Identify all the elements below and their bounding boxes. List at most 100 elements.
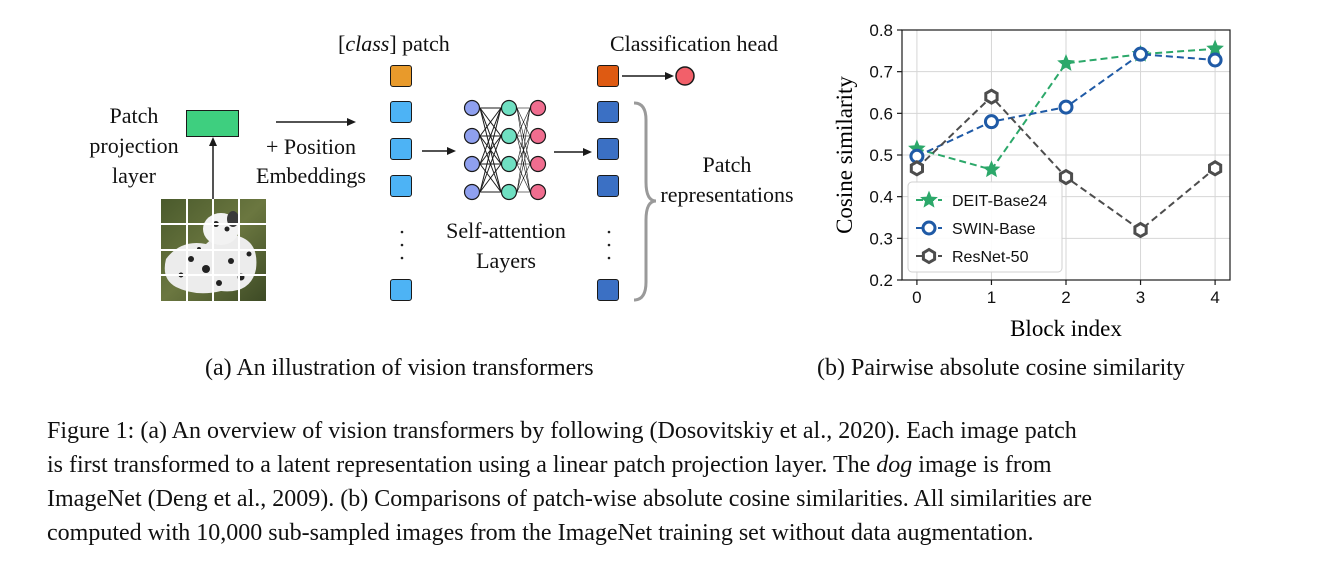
caption-line-4: computed with 10,000 sub-sampled images … xyxy=(47,520,1034,546)
x-tick-label: 2 xyxy=(1061,288,1070,307)
attention-edge xyxy=(479,107,502,193)
output-ellipsis xyxy=(607,230,611,260)
class-patch-italic: class xyxy=(345,31,390,56)
position-embeddings-line2: Embeddings xyxy=(256,163,366,188)
projection-arrow xyxy=(276,118,356,126)
patch-projection-label-line1: Patch xyxy=(109,103,159,128)
class-patch-open: [ xyxy=(338,31,346,56)
output-patch-square xyxy=(597,175,619,197)
x-tick-label: 0 xyxy=(912,288,921,307)
output-patch-square xyxy=(597,101,619,123)
attention-node xyxy=(529,127,547,145)
data-point xyxy=(984,88,999,105)
output-patch-square xyxy=(597,138,619,160)
attention-node xyxy=(529,183,547,201)
caption-line-2-italic: dog xyxy=(876,452,913,478)
data-point xyxy=(1133,46,1149,62)
input-ellipsis xyxy=(400,230,404,260)
legend-label: DEIT-Base24 xyxy=(952,193,1047,210)
image-to-projection-arrow xyxy=(209,137,217,201)
y-tick-label: 0.4 xyxy=(869,188,893,207)
legend-label: SWIN-Base xyxy=(952,221,1036,238)
attention-edge xyxy=(479,107,502,165)
input-patch-square xyxy=(390,138,412,160)
self-attention-network xyxy=(463,99,547,201)
legend-marker xyxy=(921,220,937,236)
attention-node xyxy=(463,183,481,201)
legend-box xyxy=(907,181,1063,273)
x-tick-label: 4 xyxy=(1210,288,1219,307)
data-point xyxy=(1058,99,1074,115)
patch-representations-line1: Patch xyxy=(702,152,752,177)
caption-line-2: is first transformed to a latent represe… xyxy=(47,450,1052,480)
attention-edge xyxy=(479,135,502,193)
patch-projection-label-line2: projection xyxy=(89,133,179,158)
y-tick-label: 0.2 xyxy=(869,271,893,290)
data-point xyxy=(1208,160,1223,177)
attention-node xyxy=(500,155,518,173)
patch-representations-label: Patch representations xyxy=(648,152,806,208)
y-tick-label: 0.8 xyxy=(869,21,893,40)
y-tick-label: 0.3 xyxy=(869,229,893,248)
attention-node xyxy=(500,99,518,117)
attention-node xyxy=(463,155,481,173)
legend-marker xyxy=(920,190,938,208)
x-tick-label: 3 xyxy=(1136,288,1145,307)
position-embeddings-label: + Position Embeddings xyxy=(249,134,373,189)
attention-edge xyxy=(479,163,502,193)
class-patch-rest: ] patch xyxy=(389,31,450,56)
projection-layer-box xyxy=(186,110,239,137)
attention-edge xyxy=(516,135,531,193)
data-point xyxy=(1058,168,1074,186)
attention-node xyxy=(529,99,547,117)
caption-line-3: ImageNet (Deng et al., 2009). (b) Compar… xyxy=(47,486,1093,512)
data-point xyxy=(1133,221,1148,239)
y-tick-label: 0.5 xyxy=(869,146,893,165)
subcaption-b: (b) Pairwise absolute cosine similarity xyxy=(817,355,1185,381)
caption-line-1: Figure 1: (a) An overview of vision tran… xyxy=(47,418,1077,444)
output-patch-square xyxy=(597,279,619,301)
input-patch-square xyxy=(390,175,412,197)
x-tick-label: 1 xyxy=(987,288,996,307)
input-patch-square xyxy=(390,101,412,123)
patch-projection-label: Patch projection layer xyxy=(74,103,194,189)
attention-edge xyxy=(516,107,531,193)
head-token-square xyxy=(597,65,619,87)
attention-edge xyxy=(516,163,531,193)
legend-marker xyxy=(921,247,937,265)
attention-node xyxy=(463,127,481,145)
legend-label: ResNet-50 xyxy=(952,249,1029,266)
data-point xyxy=(1207,52,1223,68)
input-patch-square xyxy=(390,279,412,301)
data-point xyxy=(1057,53,1075,71)
attention-node xyxy=(463,99,481,117)
position-embeddings-line1: + Position xyxy=(265,134,357,159)
chart-ticks: 0.2 0.3 0.4 0.5 0.6 0.7 0.8 0 1 2 3 4 xyxy=(869,21,1219,307)
data-point xyxy=(983,114,999,130)
data-point xyxy=(1206,39,1224,57)
attention-node xyxy=(500,127,518,145)
patch-representations-line2: representations xyxy=(660,182,794,207)
data-point xyxy=(982,160,1001,178)
attention-node xyxy=(500,183,518,201)
attention-edge xyxy=(516,107,531,165)
self-attention-line1: Self-attention xyxy=(446,218,566,243)
attention-edge xyxy=(516,107,531,137)
caption-line-2-b: image is from xyxy=(912,452,1052,478)
input-to-attention-arrow xyxy=(422,147,456,155)
attention-node xyxy=(529,155,547,173)
x-axis-label: Block index xyxy=(1010,316,1122,341)
y-tick-label: 0.6 xyxy=(869,104,893,123)
patch-projection-label-line3: layer xyxy=(112,163,156,188)
subcaption-a: (a) An illustration of vision transforme… xyxy=(205,355,594,381)
y-tick-label: 0.7 xyxy=(869,63,893,82)
classification-head-label: Classification head xyxy=(610,31,779,56)
classification-head-circle xyxy=(675,66,695,86)
attention-to-output-arrow xyxy=(554,148,592,156)
self-attention-label: Self-attention Layers xyxy=(432,218,580,274)
classification-head-arrow xyxy=(622,66,695,86)
dog-image-patches xyxy=(161,199,266,301)
class-token-square xyxy=(390,65,412,87)
